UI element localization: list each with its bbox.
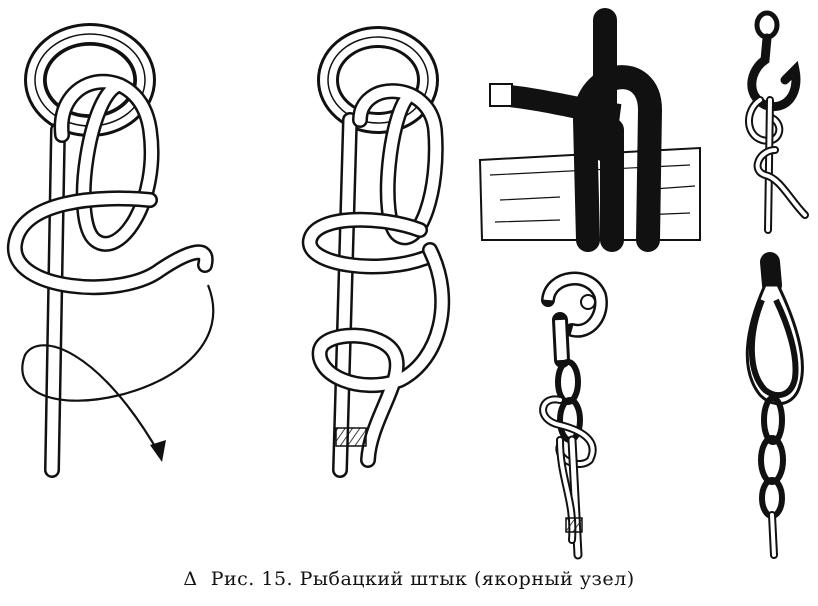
caption-marker: Δ (183, 568, 198, 590)
knot-on-shackle (539, 271, 608, 560)
chain-link (759, 477, 785, 519)
caption-text: Рис. 15. Рыбацкий штык (якорный узел) (210, 568, 635, 590)
rope-end (489, 83, 513, 107)
seizing (335, 427, 367, 447)
step-one-knot (6, 23, 215, 478)
shackle-pin (580, 294, 596, 310)
figure-caption: Δ Рис. 15. Рыбацкий штык (якорный узел) (0, 568, 818, 590)
chain-link (761, 395, 785, 445)
knot-on-spar (478, 8, 701, 252)
finished-knot (301, 26, 451, 478)
arrow-head-icon (150, 440, 166, 462)
direction-arrow (21, 284, 215, 456)
seizing (565, 517, 583, 533)
thimble-eye-chain (745, 252, 804, 559)
knot-on-hook (745, 10, 809, 234)
thimble (745, 283, 804, 406)
chain-link (555, 359, 581, 405)
hook-eye (754, 10, 780, 40)
hook (747, 33, 801, 111)
